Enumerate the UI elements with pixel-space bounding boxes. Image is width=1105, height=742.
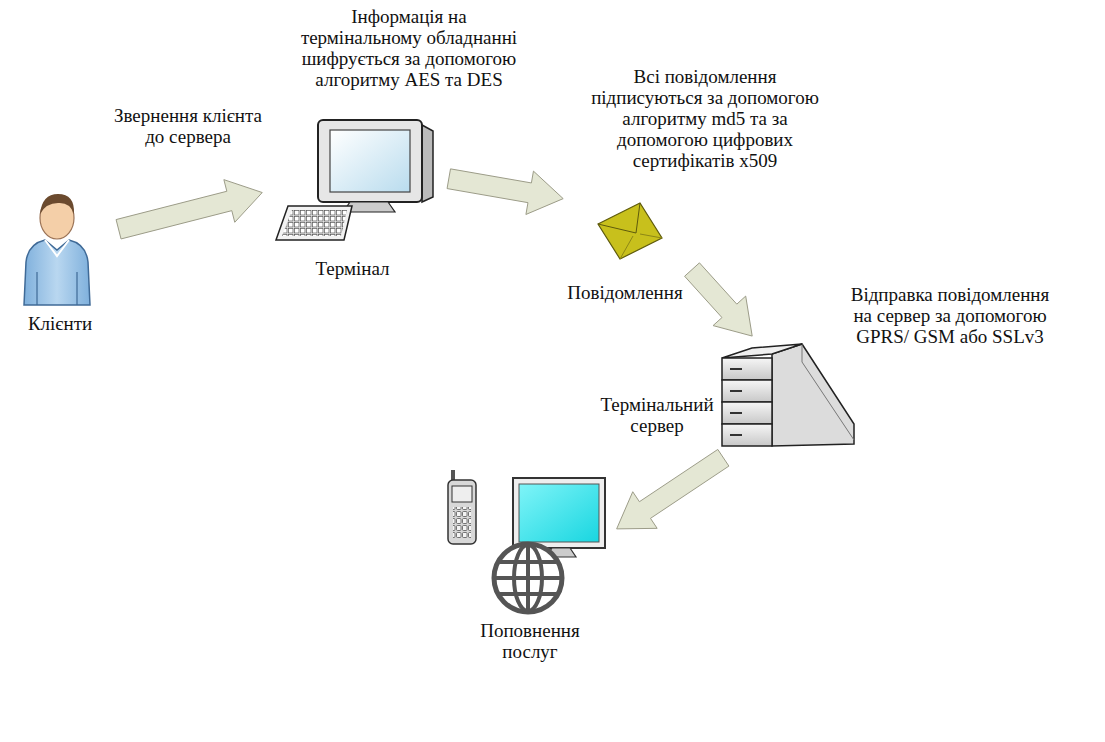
edge-label: Всі повідомлення підписуються за допомог… bbox=[590, 66, 820, 171]
keyboard bbox=[276, 206, 352, 240]
block-arrow bbox=[685, 263, 753, 336]
envelope-fold bbox=[620, 234, 662, 259]
icon-node: Повідомлення bbox=[575, 200, 675, 308]
edge-label: Відправка повідомлення на сервер за допо… bbox=[840, 284, 1060, 347]
note-text: Інформація на термінальному обладнанні ш… bbox=[298, 6, 520, 90]
node-label-box: Термінальний сервер bbox=[594, 394, 720, 436]
client-collar bbox=[45, 240, 69, 256]
client-body bbox=[24, 240, 90, 305]
monitor-body bbox=[318, 120, 422, 202]
note-box: Інформація на термінальному обладнанні ш… bbox=[298, 6, 520, 90]
block-arrow bbox=[447, 169, 563, 215]
monitor-body bbox=[513, 478, 605, 548]
icon-node: Термінал bbox=[270, 118, 435, 290]
server-top bbox=[722, 344, 802, 358]
server-drawer bbox=[722, 424, 772, 446]
envelope-flap bbox=[598, 203, 640, 233]
node-label-box: Клієнти bbox=[15, 313, 105, 334]
terminal-icon bbox=[276, 120, 433, 240]
node-label: Повідомлення bbox=[567, 282, 682, 303]
block-arrow bbox=[617, 449, 729, 528]
edge-label-box: Відправка повідомлення на сервер за допо… bbox=[840, 284, 1060, 347]
server-side bbox=[772, 344, 854, 446]
node-label-box: Поповнення послуг bbox=[468, 620, 592, 662]
envelope-body bbox=[598, 203, 662, 259]
globe bbox=[494, 544, 562, 612]
monitor-side bbox=[422, 125, 433, 202]
edge-label-box: Звернення клієнта до сервера bbox=[108, 105, 268, 147]
monitor-screen bbox=[330, 130, 410, 192]
icon-node: Термінальний сервер bbox=[598, 342, 858, 450]
phone-body bbox=[448, 480, 476, 544]
node-label: Термінал bbox=[315, 258, 389, 279]
icon-node: Поповнення послуг bbox=[440, 468, 610, 693]
server-drawer bbox=[722, 402, 772, 424]
client-hair bbox=[40, 194, 74, 214]
phone-screen bbox=[452, 486, 472, 502]
server-handles bbox=[730, 369, 742, 435]
server-drawer bbox=[722, 358, 772, 380]
server-drawer bbox=[722, 380, 772, 402]
node-label: Клієнти bbox=[28, 313, 92, 334]
icon-node: Клієнти bbox=[15, 185, 105, 345]
client-icon bbox=[24, 194, 90, 305]
block-arrow bbox=[116, 180, 262, 239]
edge-label: Звернення клієнта до сервера bbox=[108, 105, 268, 147]
services-icon bbox=[448, 470, 605, 612]
client-arms bbox=[37, 272, 77, 305]
envelope-icon bbox=[598, 203, 662, 259]
phone-keypad bbox=[453, 507, 471, 538]
keyboard-keys bbox=[282, 210, 347, 236]
server-icon bbox=[722, 344, 854, 446]
node-label: Термінальний сервер bbox=[594, 394, 720, 436]
edge-label-box: Всі повідомлення підписуються за допомог… bbox=[590, 66, 820, 171]
globe-lines bbox=[495, 545, 561, 611]
node-label-box: Повідомлення bbox=[545, 282, 705, 303]
node-label: Поповнення послуг bbox=[468, 620, 592, 662]
server-edge bbox=[802, 344, 854, 440]
monitor-screen bbox=[519, 484, 599, 542]
node-label-box: Термінал bbox=[270, 258, 435, 279]
